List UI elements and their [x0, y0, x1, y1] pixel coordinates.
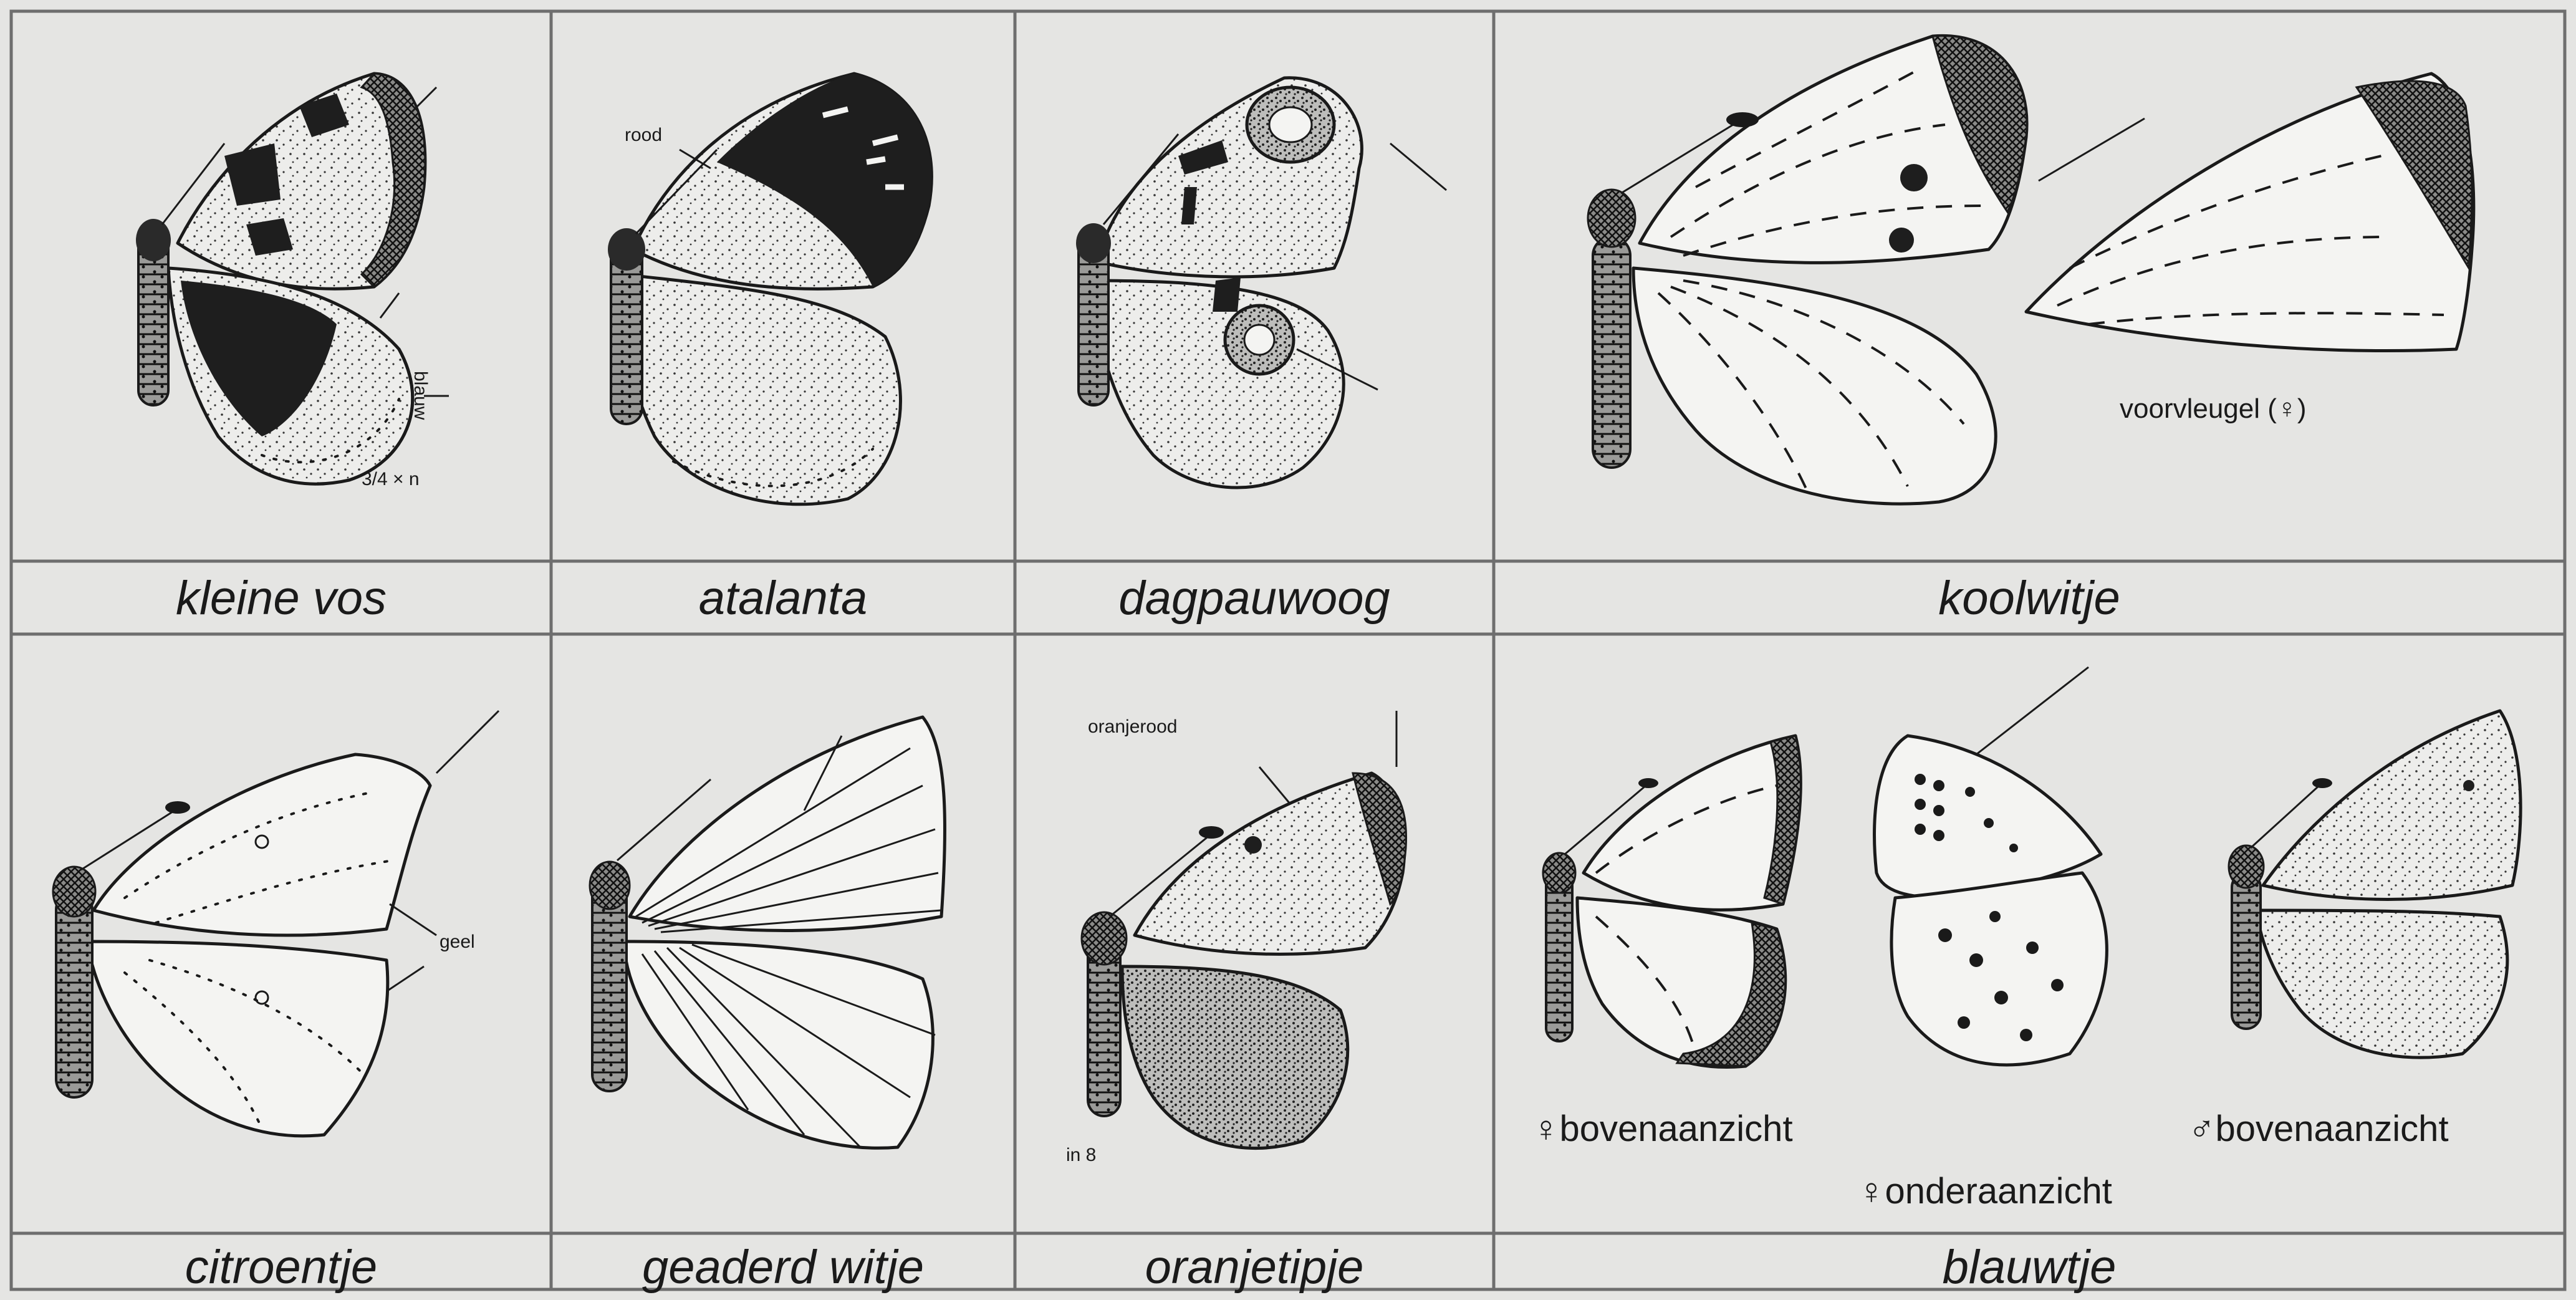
caption-koolwitje: koolwitje	[1938, 572, 2120, 625]
illustration-geaderd-witje	[590, 717, 945, 1148]
caption-geaderd-witje: geaderd witje	[642, 1241, 924, 1294]
illustration-oranjetipje: oranjerood in 8	[1066, 711, 1406, 1165]
illustration-koolwitje: voorvleugel (♀)	[1588, 36, 2474, 504]
annotation-voorvleugel: voorvleugel (♀)	[2120, 393, 2307, 424]
annotation-scale: 3/4 × n	[362, 469, 420, 489]
annotation-male-upper: ♂bovenaanzicht	[2188, 1109, 2449, 1149]
caption-atalanta: atalanta	[699, 572, 867, 625]
illustration-kleine-vos: blauw 3/4 × n	[136, 74, 449, 489]
caption-citroentje: citroentje	[185, 1241, 377, 1294]
illustration-blauwtje: ♀bovenaanzicht ♀onderaanzicht ♂bovenaanz…	[1532, 667, 2521, 1211]
caption-blauwtje: blauwtje	[1943, 1241, 2117, 1294]
annotation-geel: geel	[440, 932, 475, 952]
annotation-in8: in 8	[1066, 1145, 1096, 1165]
annotation-blauw: blauw	[410, 371, 431, 420]
illustration-dagpauwoog	[1076, 78, 1446, 488]
caption-oranjetipje: oranjetipje	[1145, 1241, 1364, 1294]
illustration-citroentje: geel	[53, 711, 499, 1136]
annotation-oranjerood: oranjerood	[1088, 716, 1177, 737]
annotation-female-upper: ♀bovenaanzicht	[1532, 1109, 1793, 1149]
annotation-rood: rood	[625, 125, 662, 145]
illustration-atalanta: rood	[608, 74, 931, 504]
caption-dagpauwoog: dagpauwoog	[1118, 572, 1390, 625]
annotation-female-under: ♀onderaanzicht	[1858, 1171, 2112, 1211]
caption-kleine-vos: kleine vos	[176, 572, 387, 625]
